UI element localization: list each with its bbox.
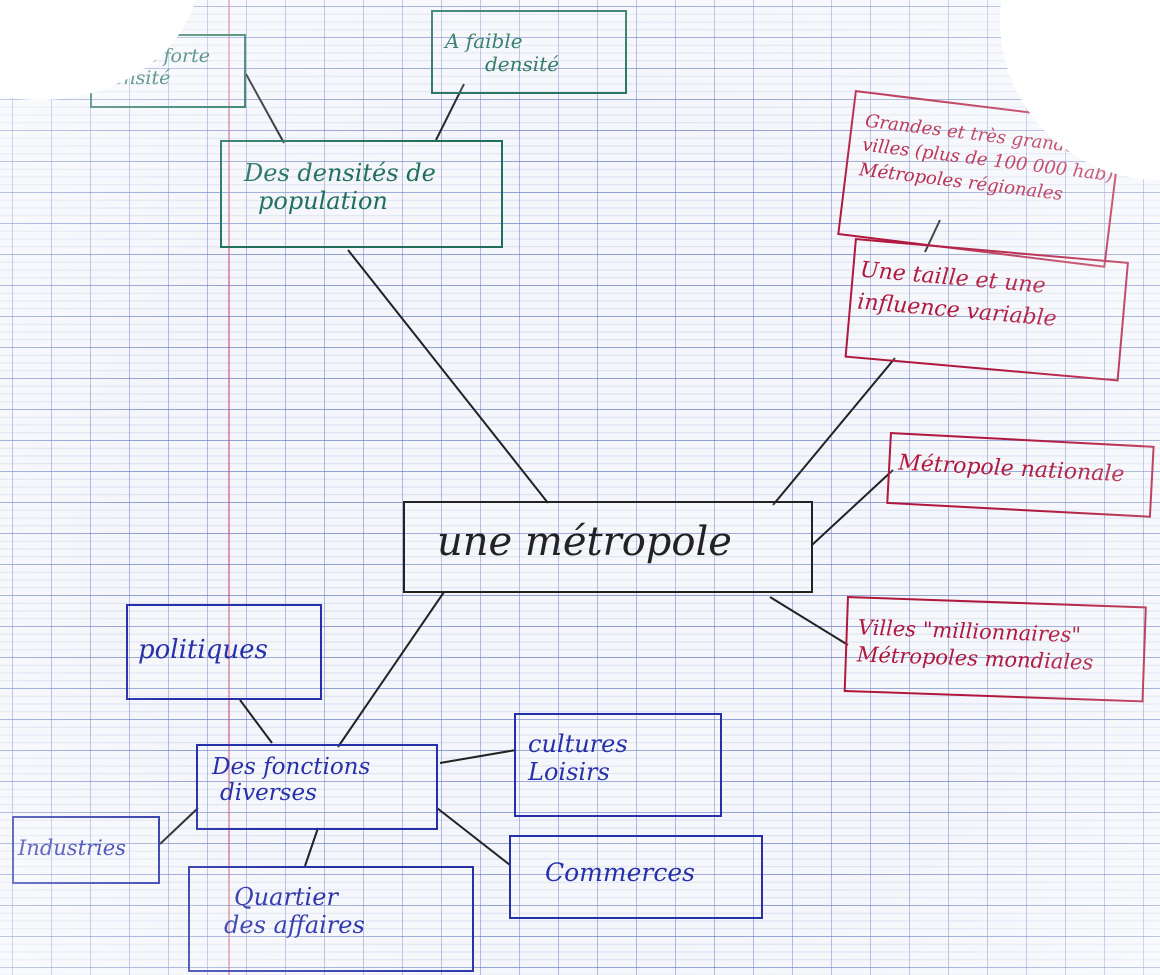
density-label-line1: Des densités de [244,159,436,187]
culture-line1: cultures [528,730,628,758]
low-density-line1: A faible [445,29,523,53]
size-node: Une taille et une influence variable [844,238,1129,382]
world-node: Villes "millionnaires" Métropoles mondia… [843,596,1147,703]
link-center-size [772,357,896,506]
politics-label: politiques [138,635,268,665]
functions-node: Des fonctions diverses [196,744,438,830]
functions-label-line1: Des fonctions [212,754,371,780]
density-label-line2: population [258,186,388,215]
industry-node: Industries [12,816,160,884]
functions-label-line2: diverses [220,780,317,807]
center-node: une métropole [403,501,813,593]
link-center-national [811,469,894,546]
culture-node: cultures Loisirs [514,713,722,817]
business-line1: Quartier [234,883,338,911]
culture-line2: Loisirs [528,757,610,786]
link-functions-commerce [436,807,511,866]
link-center-density [347,249,549,504]
politics-node: politiques [126,604,322,700]
link-functions-business [304,827,319,867]
industry-label: Industries [18,836,126,860]
link-center-world [769,596,849,646]
commerce-node: Commerces [509,835,763,919]
density-node: Des densités de population [220,140,503,248]
center-label: une métropole [437,519,732,565]
link-functions-politics [239,699,273,744]
link-center-functions [337,591,445,748]
low-density-line2: densité [485,52,560,76]
national-label: Métropole nationale [897,450,1126,488]
link-functions-culture [439,749,517,764]
low-density-node: A faible densité [431,10,627,94]
margin-line [228,0,230,975]
commerce-label: Commerces [545,858,695,887]
national-node: Métropole nationale [886,432,1155,518]
link-functions-industry [159,807,199,845]
business-line2: des affaires [224,910,365,939]
link-density-high [245,73,285,144]
link-size-regional [924,219,941,253]
business-node: Quartier des affaires [188,866,474,972]
